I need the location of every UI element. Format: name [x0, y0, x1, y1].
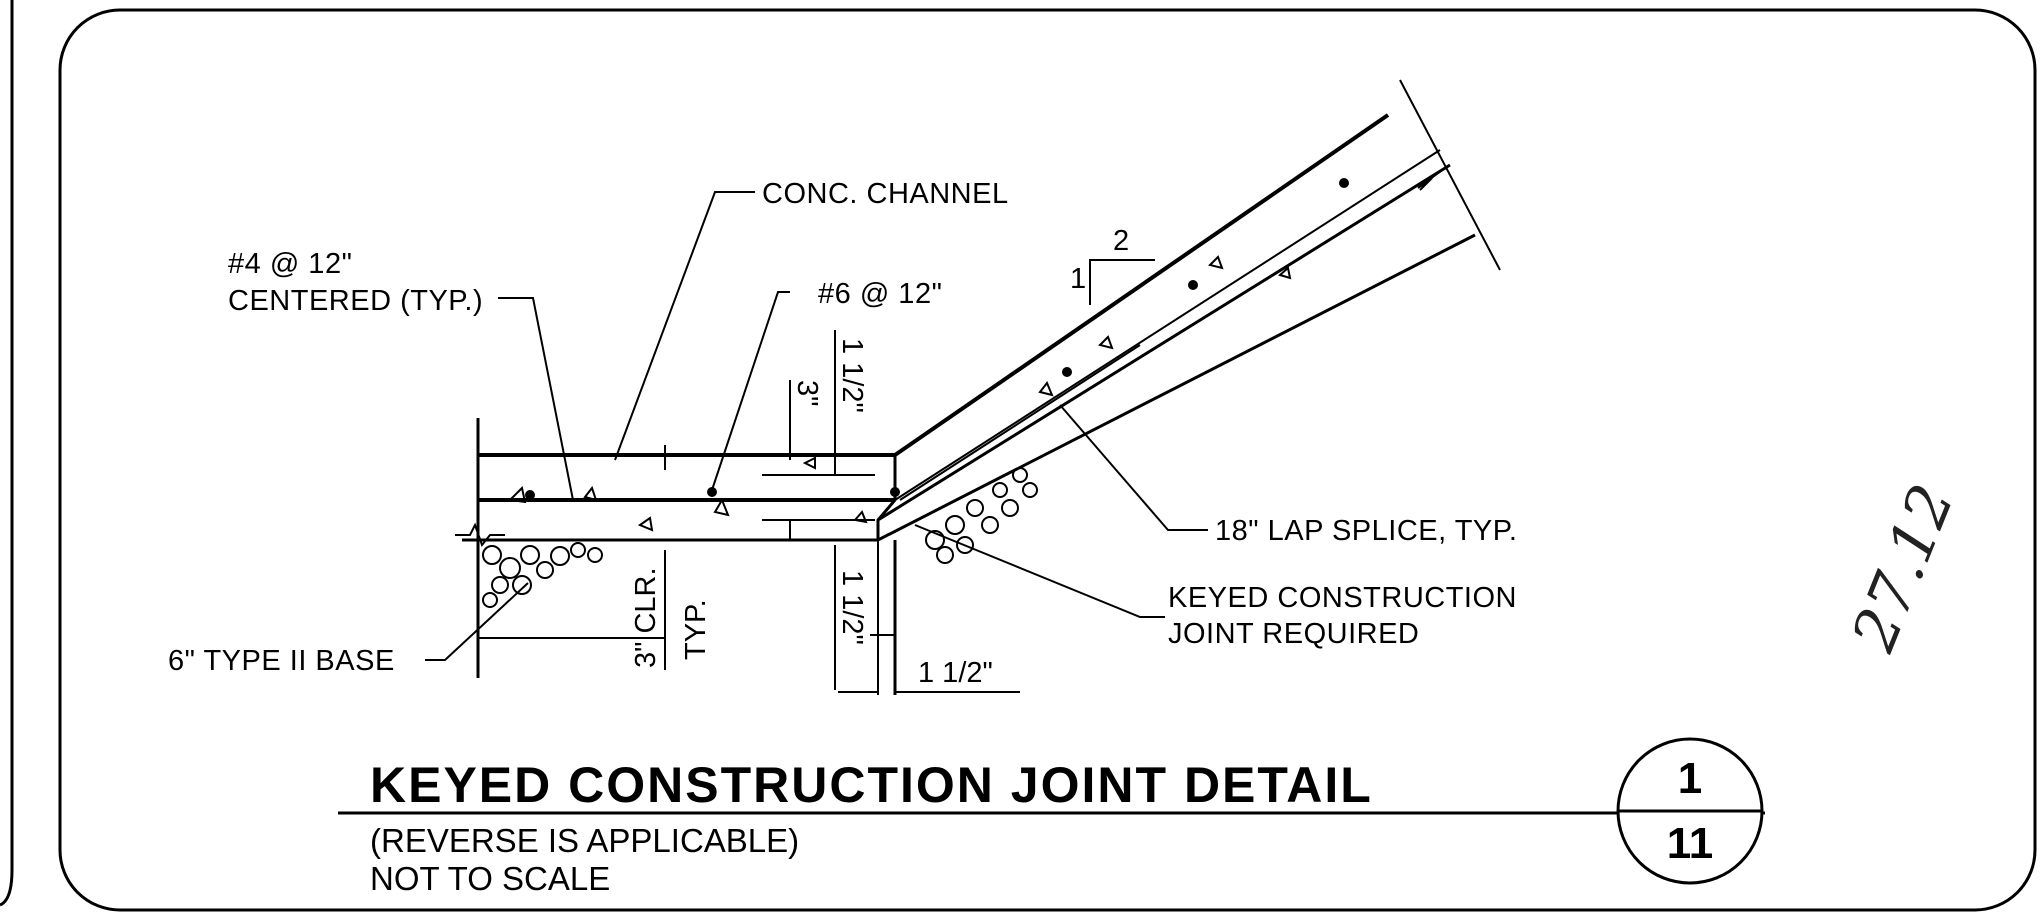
keyed-joint-label-line2: JOINT REQUIRED [1168, 618, 1419, 650]
rebar-dots [525, 178, 1349, 500]
left-border-fragment [0, 0, 14, 907]
dimension-lines [478, 330, 1020, 693]
break-line-left [455, 522, 505, 548]
dim-clr: 3" CLR. [630, 567, 662, 668]
detail-frame [58, 8, 2037, 912]
dim-top-clear: 1 1/2" [836, 338, 868, 413]
lap-splice-label: 18" LAP SPLICE, TYP. [1215, 515, 1517, 547]
detail-subtitle-scale: NOT TO SCALE [370, 860, 610, 897]
base-gravel [482, 467, 1038, 608]
rebar-4-centered-label: CENTERED (TYP.) [228, 285, 483, 317]
slope-rise-label: 1 [1070, 263, 1087, 295]
concrete-section [455, 79, 1501, 695]
dim-typ: TYP. [680, 599, 712, 660]
base-label: 6" TYPE II BASE [168, 645, 395, 677]
rebar-4-label: #4 @ 12" [228, 248, 352, 280]
rebar-6-label: #6 @ 12" [818, 278, 942, 310]
handwritten-note: 27.12 [1839, 475, 1969, 661]
detail-number: 1 [1678, 754, 1702, 803]
dim-three-inch: 3" [791, 380, 823, 406]
detail-subtitle-reverse: (REVERSE IS APPLICABLE) [370, 822, 799, 859]
dim-bottom-clear: 1 1/2" [836, 570, 868, 645]
slope-run-label: 2 [1113, 225, 1130, 257]
sheet-number: 11 [1667, 819, 1714, 868]
detail-title: KEYED CONSTRUCTION JOINT DETAIL [370, 757, 1373, 813]
keyed-joint-label-line1: KEYED CONSTRUCTION [1168, 582, 1517, 614]
conc-channel-label: CONC. CHANNEL [762, 178, 1009, 210]
break-line-right [1417, 167, 1446, 191]
aggregate-marks [507, 255, 1292, 532]
dim-horizontal-offset: 1 1/2" [918, 657, 993, 689]
leader-lines [425, 191, 1208, 661]
